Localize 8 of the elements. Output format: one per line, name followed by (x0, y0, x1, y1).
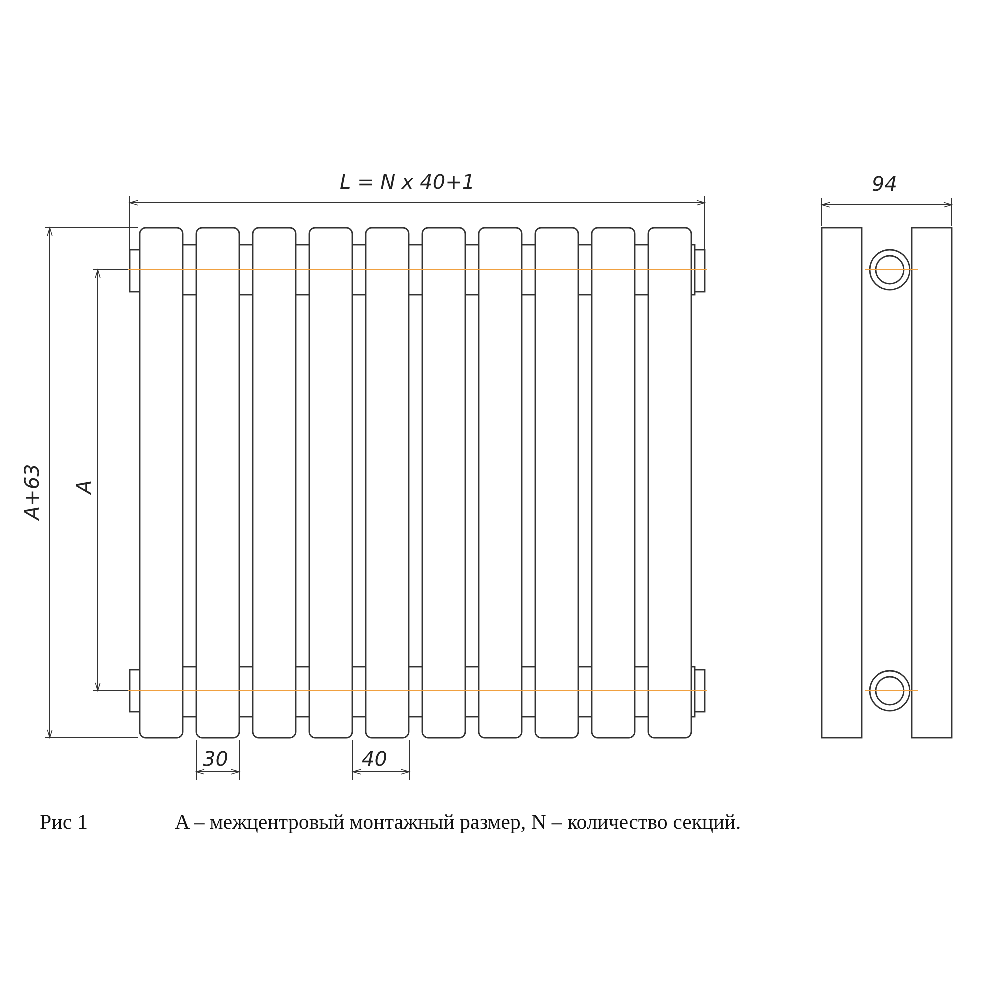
dimension-label: A (74, 480, 94, 494)
dimension-label: 94 (872, 174, 898, 194)
figure-number: Рис 1 (40, 812, 88, 833)
caption-text: A – межцентровый монтажный размер, N – количество секций. (175, 812, 742, 833)
dimension-label: 40 (362, 749, 388, 769)
dimension-label: L = N x 40+1 (340, 172, 476, 192)
dimension-label: 30 (203, 749, 228, 769)
dimension-label: A+63 (22, 464, 42, 520)
